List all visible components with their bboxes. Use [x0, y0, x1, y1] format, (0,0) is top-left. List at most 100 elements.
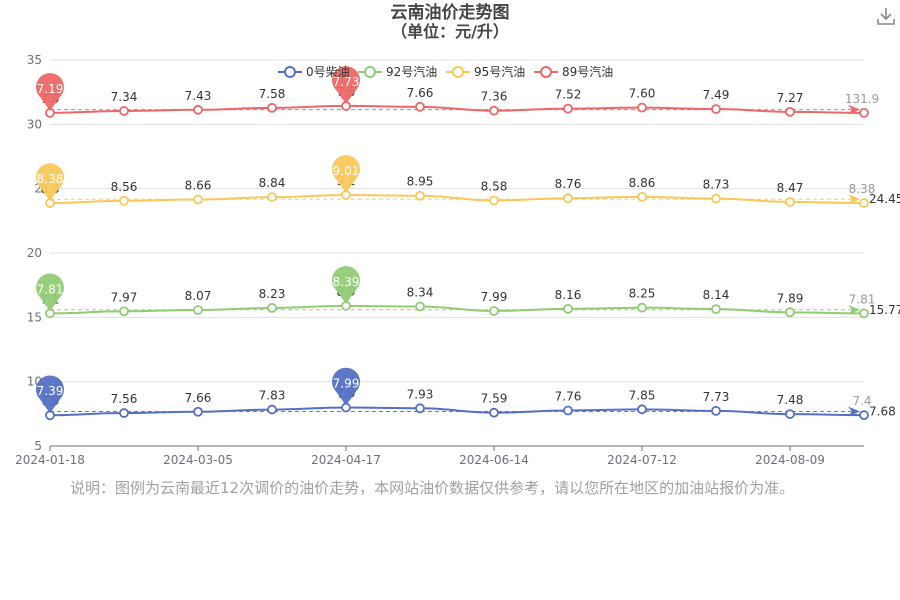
data-point[interactable] — [193, 406, 203, 417]
data-point[interactable] — [415, 101, 425, 112]
data-point[interactable] — [489, 306, 499, 316]
y-tick-label: 35 — [27, 53, 42, 67]
data-point[interactable] — [119, 106, 129, 116]
data-label: 7.60 — [629, 87, 656, 101]
data-point[interactable] — [637, 102, 647, 113]
min-marker-label: 7.81 — [37, 282, 64, 296]
data-label: 7.99 — [481, 290, 508, 304]
data-label: 7.49 — [703, 88, 730, 102]
x-tick-label: 2024-03-05 — [163, 453, 233, 467]
data-point[interactable] — [711, 193, 721, 204]
x-tick-label: 2024-07-12 — [607, 453, 677, 467]
data-point[interactable] — [193, 194, 203, 205]
x-tick-label: 2024-04-17 — [311, 453, 381, 467]
series-line — [49, 406, 865, 417]
data-point[interactable] — [489, 195, 499, 206]
data-label: 7.27 — [777, 91, 804, 105]
data-label: 8.07 — [185, 289, 212, 303]
data-label: 7.48 — [777, 393, 804, 407]
min-marker — [36, 273, 65, 312]
data-label: 8.95 — [407, 175, 434, 189]
data-label: 8.47 — [777, 181, 804, 195]
legend-marker[interactable] — [452, 66, 464, 78]
data-label: 7.36 — [481, 90, 508, 104]
data-point[interactable] — [637, 302, 647, 313]
data-point[interactable] — [785, 197, 795, 207]
data-label: 7.93 — [407, 387, 434, 401]
data-point[interactable] — [637, 192, 647, 202]
x-tick-label: 2024-08-09 — [755, 453, 825, 467]
legend-label: 92号汽油 — [386, 64, 437, 79]
data-label: 8.76 — [555, 177, 582, 191]
average-label: 15.77 — [869, 303, 900, 317]
x-tick-label: 2024-06-14 — [459, 453, 529, 467]
y-tick-label: 15 — [27, 310, 42, 324]
data-point[interactable] — [415, 190, 425, 201]
data-point[interactable] — [563, 103, 573, 114]
data-point[interactable] — [563, 303, 573, 314]
data-point[interactable] — [267, 102, 277, 113]
data-point[interactable] — [267, 303, 277, 313]
legend-label: 95号汽油 — [474, 64, 525, 79]
data-point[interactable] — [267, 192, 277, 203]
legend-marker[interactable] — [540, 66, 552, 78]
data-label: 7.85 — [629, 388, 656, 402]
max-marker — [332, 367, 361, 406]
data-point[interactable] — [711, 304, 721, 314]
data-point[interactable] — [119, 408, 129, 418]
data-point[interactable] — [119, 306, 129, 317]
data-label: 8.86 — [629, 176, 656, 190]
max-marker-label: 7.73 — [333, 75, 360, 89]
data-point[interactable] — [563, 405, 573, 416]
data-point[interactable] — [415, 301, 425, 312]
average-label: 7.68 — [869, 405, 896, 419]
data-label: 8.23 — [259, 287, 286, 301]
max-marker — [332, 155, 361, 193]
data-point[interactable] — [119, 195, 129, 206]
data-point[interactable] — [859, 198, 869, 208]
legend-marker[interactable] — [284, 66, 296, 78]
data-point[interactable] — [859, 107, 869, 118]
data-point[interactable] — [785, 106, 795, 117]
legend-marker[interactable] — [364, 66, 376, 78]
data-label: 7.66 — [185, 391, 212, 405]
data-label: 8.56 — [111, 180, 138, 194]
data-point[interactable] — [859, 308, 869, 319]
max-marker — [332, 66, 360, 104]
data-point[interactable] — [193, 104, 203, 115]
data-label: 7.89 — [777, 291, 804, 305]
download-icon[interactable] — [876, 6, 896, 26]
data-label: 7.76 — [555, 389, 582, 403]
min-marker-label: 8.38 — [37, 172, 64, 186]
data-label: 8.14 — [703, 288, 730, 302]
min-marker — [36, 73, 64, 111]
data-point[interactable] — [415, 403, 425, 414]
data-label: 8.16 — [555, 288, 582, 302]
max-marker-label: 9.01 — [333, 164, 360, 178]
data-point[interactable] — [637, 404, 647, 415]
data-point[interactable] — [563, 193, 573, 204]
min-marker — [36, 375, 65, 414]
legend-label: 0号柴油 — [306, 65, 350, 79]
data-point[interactable] — [267, 404, 277, 415]
data-point[interactable] — [489, 407, 499, 418]
data-point[interactable] — [193, 305, 203, 315]
data-label: 7.4 — [852, 394, 871, 408]
data-label: 7.73 — [703, 390, 730, 404]
data-label: 7.81 — [849, 292, 876, 306]
x-tick-label: 2024-01-18 — [15, 453, 85, 467]
data-point[interactable] — [711, 104, 721, 114]
data-point[interactable] — [785, 307, 795, 318]
chart-note: 说明：图例为云南最近12次调价的油价走势，本网站油价数据仅供参考，请以您所在地区… — [70, 479, 795, 497]
data-point[interactable] — [489, 105, 499, 116]
chart-title: 云南油价走势图 — [390, 3, 510, 23]
data-point[interactable] — [785, 409, 795, 419]
data-point[interactable] — [859, 410, 869, 421]
series-line — [49, 104, 865, 114]
data-label: 7.52 — [555, 88, 582, 102]
average-arrow — [848, 194, 860, 205]
data-point[interactable] — [711, 405, 721, 416]
max-marker — [332, 266, 361, 304]
data-label: 7.66 — [407, 86, 434, 100]
average-label: 24.45 — [869, 192, 900, 206]
